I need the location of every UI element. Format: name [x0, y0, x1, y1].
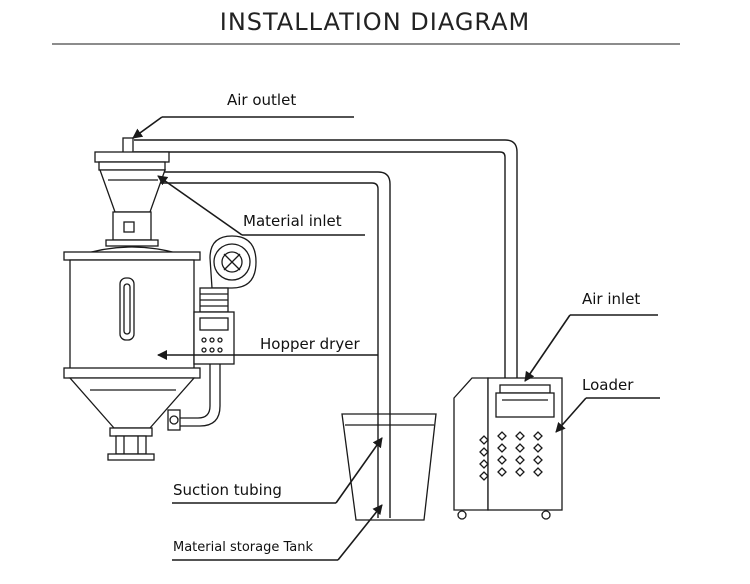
label-hopper-dryer: Hopper dryer: [260, 335, 360, 353]
label-air-outlet: Air outlet: [227, 91, 297, 109]
leader-lines: [132, 116, 660, 561]
label-material-inlet: Material inlet: [243, 212, 342, 230]
diagram-title: INSTALLATION DIAGRAM: [219, 8, 531, 36]
label-air-inlet: Air inlet: [582, 290, 641, 308]
air-inlet-arrow: [524, 314, 571, 382]
material-storage-tank: [341, 413, 437, 521]
label-suction-tubing: Suction tubing: [173, 481, 282, 499]
label-material-storage-tank: Material storage Tank: [173, 540, 313, 555]
air-outlet-arrow: [132, 116, 163, 139]
air-pipe: [134, 139, 518, 385]
tank-arrow: [337, 504, 383, 561]
material-pipe: [160, 171, 391, 518]
label-loader: Loader: [582, 376, 634, 394]
loader-unit: [453, 377, 563, 520]
suction-tubing-arrow: [335, 437, 383, 504]
loader-arrow: [555, 397, 587, 433]
material-inlet-arrow: [157, 175, 243, 236]
hopper-dryer-unit: [63, 137, 201, 461]
